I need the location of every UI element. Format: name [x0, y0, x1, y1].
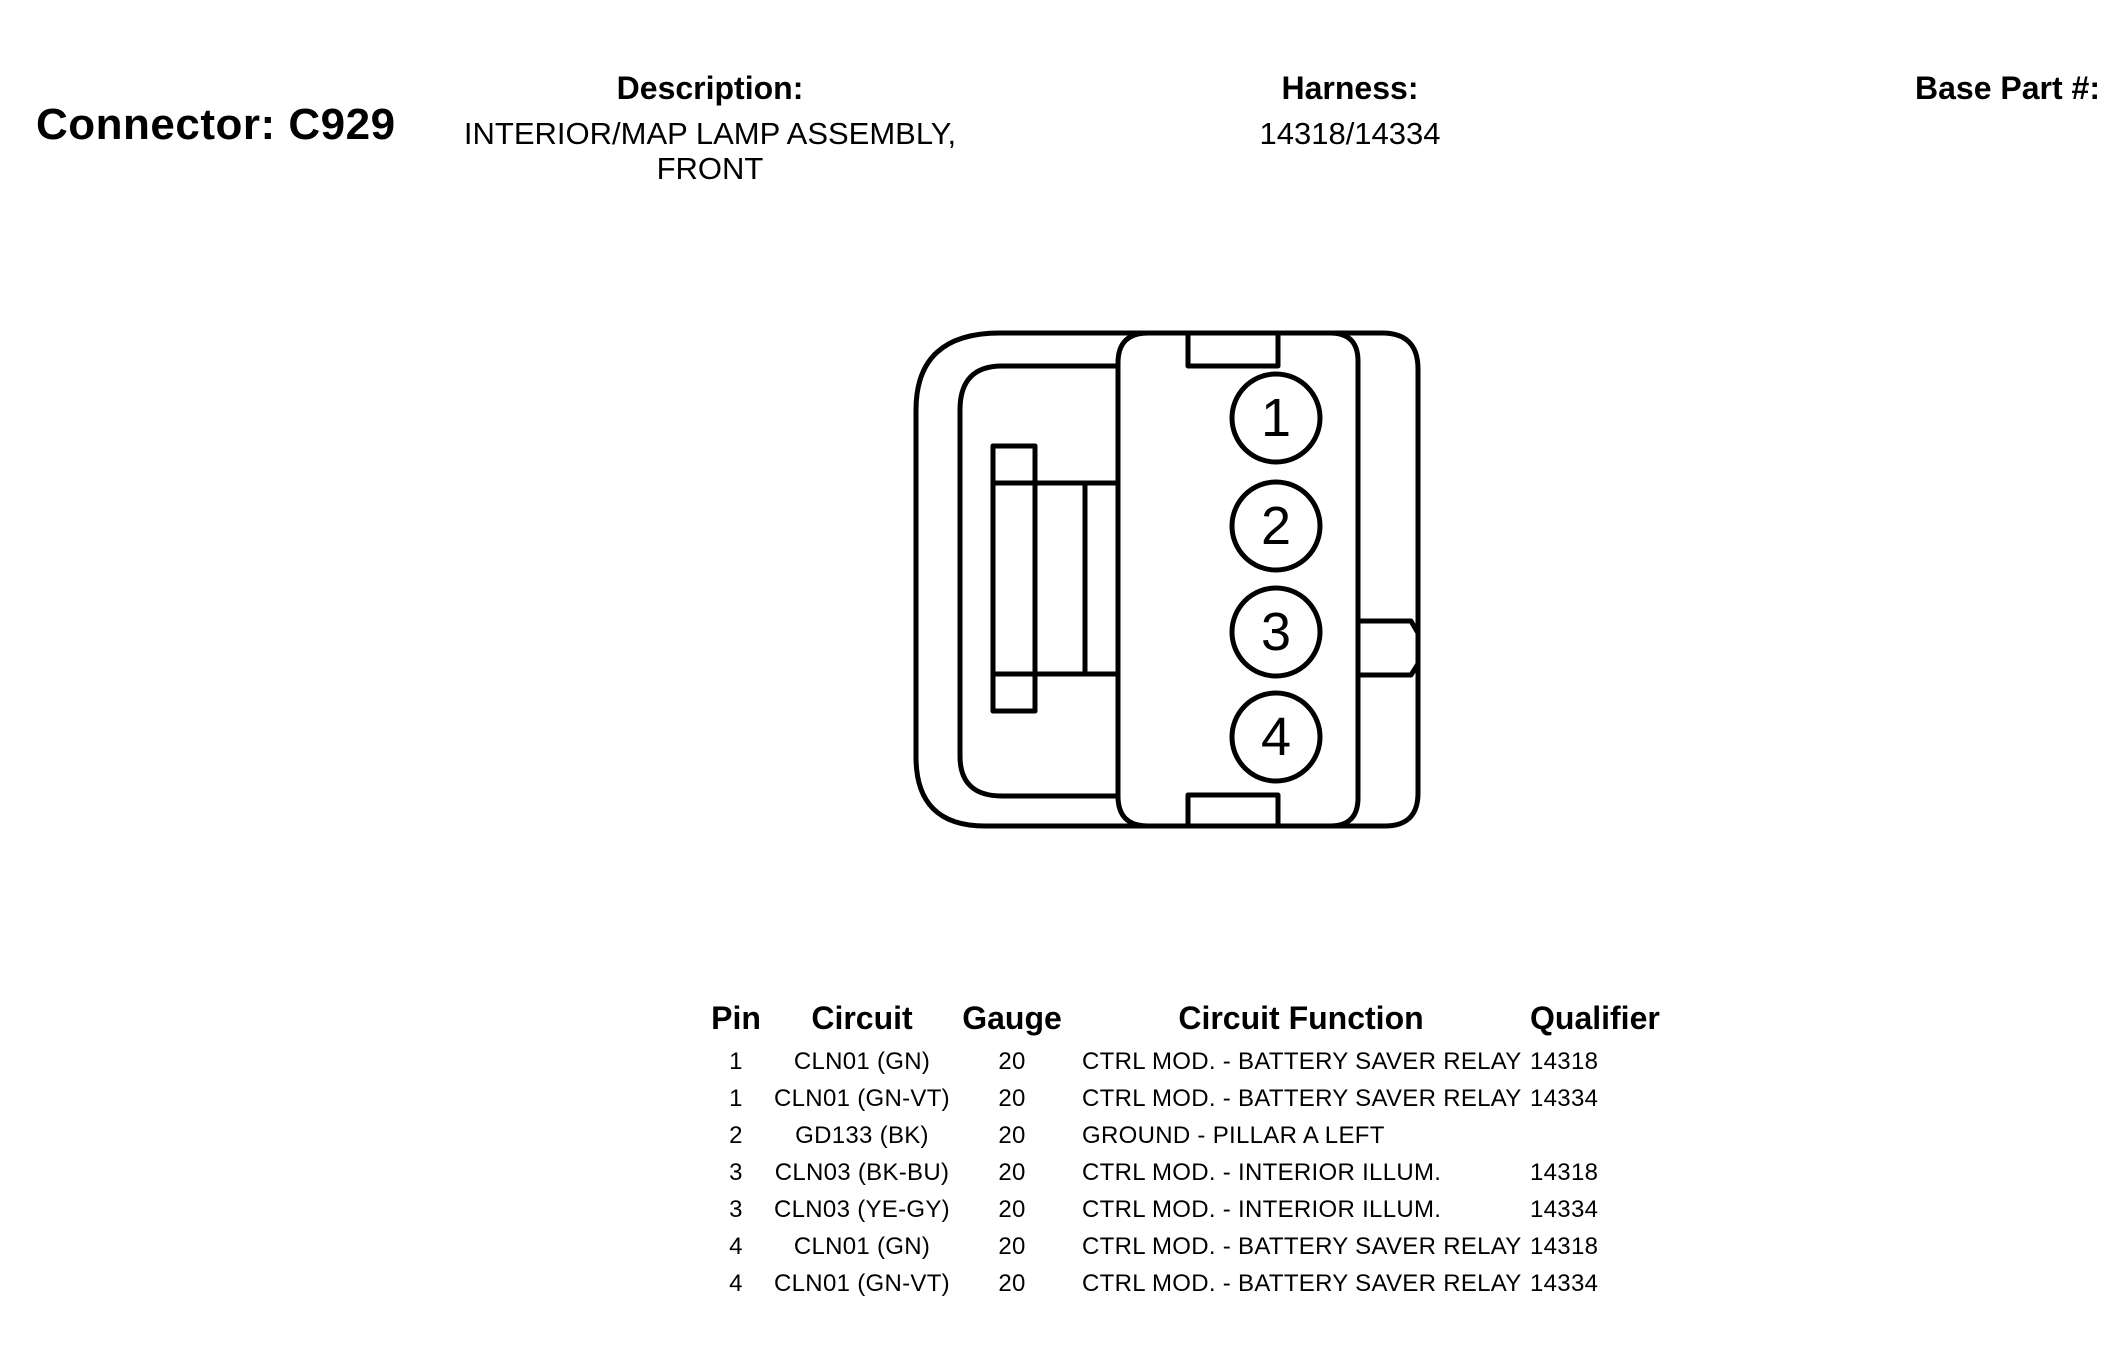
cell-function: CTRL MOD. - BATTERY SAVER RELAY [1082, 1269, 1522, 1297]
pin-2-label: 2 [1261, 496, 1291, 556]
cell-qualifier: 14334 [1530, 1084, 1599, 1112]
table-row: 3 CLN03 (YE-GY) 20 CTRL MOD. - INTERIOR … [700, 1191, 1680, 1228]
cell-gauge: 20 [998, 1047, 1026, 1075]
cell-pin: 3 [729, 1195, 743, 1223]
side-tab [1358, 618, 1421, 678]
cell-pin: 1 [729, 1047, 743, 1075]
cell-circuit: GD133 (BK) [795, 1121, 929, 1149]
header-function: Circuit Function [1178, 1000, 1424, 1036]
connector-outer-housing [913, 330, 1421, 829]
cell-gauge: 20 [998, 1121, 1026, 1149]
connector-latch [990, 443, 1118, 714]
table-row: 2 GD133 (BK) 20 GROUND - PILLAR A LEFT [700, 1117, 1680, 1154]
table-row: 1 CLN01 (GN) 20 CTRL MOD. - BATTERY SAVE… [700, 1043, 1680, 1080]
description-label: Description: [616, 70, 804, 106]
pin-1-label: 1 [1261, 388, 1291, 448]
cell-gauge: 20 [998, 1158, 1026, 1186]
cell-function: CTRL MOD. - INTERIOR ILLUM. [1082, 1158, 1442, 1186]
header-gauge: Gauge [962, 1000, 1062, 1036]
cell-gauge: 20 [998, 1269, 1026, 1297]
cell-qualifier [1530, 1117, 1680, 1154]
cell-gauge: 20 [998, 1195, 1026, 1223]
description-line-1: INTERIOR/MAP LAMP ASSEMBLY, [463, 116, 957, 151]
bottom-key [1185, 792, 1281, 829]
connector-title: Connector: C929 [36, 100, 396, 149]
table-row: 1 CLN01 (GN-VT) 20 CTRL MOD. - BATTERY S… [700, 1080, 1680, 1117]
cell-circuit: CLN01 (GN) [793, 1047, 931, 1075]
cell-gauge: 20 [998, 1084, 1026, 1112]
cell-pin: 4 [729, 1232, 743, 1260]
table-row: 4 CLN01 (GN-VT) 20 CTRL MOD. - BATTERY S… [700, 1265, 1680, 1302]
cell-function: CTRL MOD. - BATTERY SAVER RELAY [1082, 1232, 1522, 1260]
table-row: 3 CLN03 (BK-BU) 20 CTRL MOD. - INTERIOR … [700, 1154, 1680, 1191]
cell-pin: 4 [729, 1269, 743, 1297]
cell-circuit: CLN01 (GN-VT) [774, 1269, 950, 1297]
pin-table-header: Pin Circuit Gauge Circuit Function Quali… [700, 1000, 1680, 1043]
cell-qualifier: 14318 [1530, 1158, 1599, 1186]
pin-table: Pin Circuit Gauge Circuit Function Quali… [700, 1000, 1680, 1302]
pin-4-label: 4 [1261, 707, 1291, 767]
pin-3-label: 3 [1261, 602, 1291, 662]
cell-function: CTRL MOD. - BATTERY SAVER RELAY [1082, 1047, 1522, 1075]
cell-gauge: 20 [998, 1232, 1026, 1260]
cell-function: CTRL MOD. - BATTERY SAVER RELAY [1082, 1084, 1522, 1112]
connector-inner-wall [957, 363, 1118, 799]
cell-qualifier: 14334 [1530, 1269, 1599, 1297]
cell-function: GROUND - PILLAR A LEFT [1082, 1121, 1385, 1149]
cell-qualifier: 14318 [1530, 1232, 1599, 1260]
top-key [1185, 330, 1281, 369]
pin-4: 4 [1229, 690, 1323, 784]
cell-function: CTRL MOD. - INTERIOR ILLUM. [1082, 1195, 1442, 1223]
pin-cavity-body [1115, 330, 1361, 829]
header-circuit: Circuit [811, 1000, 913, 1036]
description-line-2: FRONT [656, 151, 764, 186]
cell-circuit: CLN01 (GN-VT) [774, 1084, 950, 1112]
table-row: 4 CLN01 (GN) 20 CTRL MOD. - BATTERY SAVE… [700, 1228, 1680, 1265]
harness-label: Harness: [1281, 70, 1419, 106]
description-value: INTERIOR/MAP LAMP ASSEMBLY, FRONT [420, 116, 1000, 186]
cell-qualifier: 14318 [1530, 1047, 1599, 1075]
harness-value: 14318/14334 [1259, 116, 1441, 151]
pin-1: 1 [1229, 371, 1323, 465]
cell-circuit: CLN03 (BK-BU) [774, 1158, 950, 1186]
pin-3: 3 [1229, 585, 1323, 679]
cell-circuit: CLN03 (YE-GY) [774, 1195, 950, 1223]
cell-pin: 3 [729, 1158, 743, 1186]
cell-qualifier: 14334 [1530, 1195, 1599, 1223]
header-qualifier: Qualifier [1530, 1000, 1660, 1036]
header-pin: Pin [711, 1000, 761, 1036]
base-part-label: Base Part #: [1915, 70, 2100, 106]
cell-pin: 1 [729, 1084, 743, 1112]
cell-circuit: CLN01 (GN) [793, 1232, 931, 1260]
cell-pin: 2 [729, 1121, 743, 1149]
pin-2: 2 [1229, 479, 1323, 573]
